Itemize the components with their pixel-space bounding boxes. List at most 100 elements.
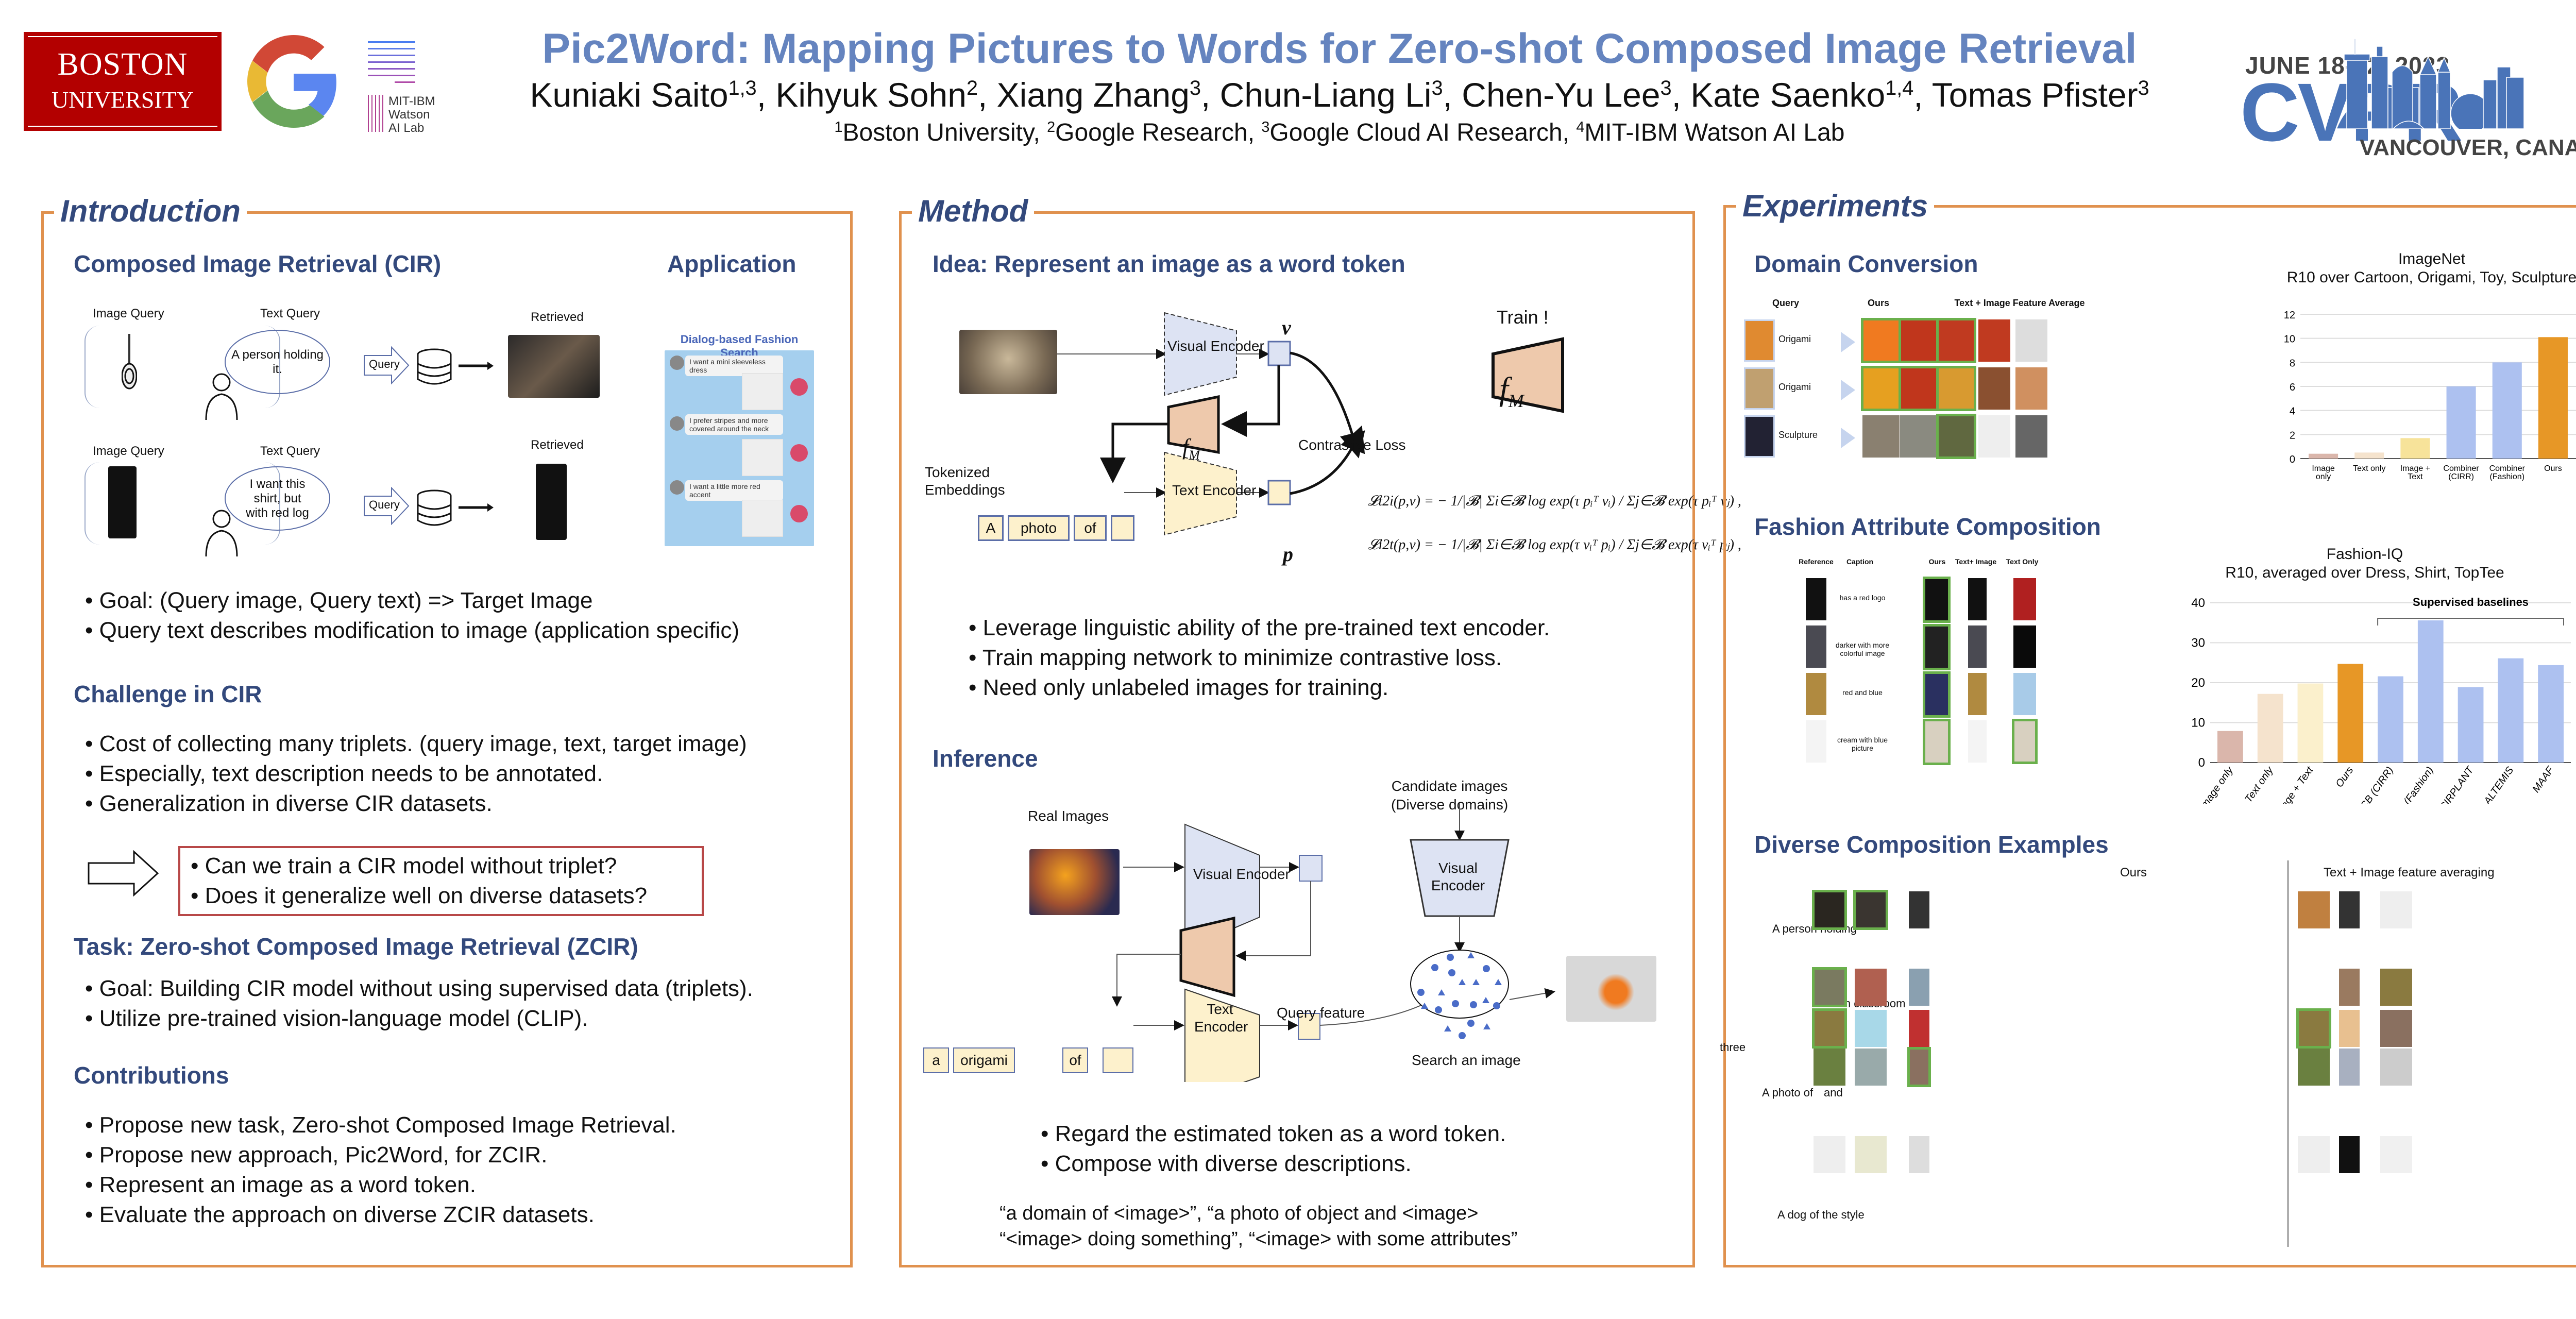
author-name: Tomas Pfister3 — [1931, 76, 2149, 114]
domain-query-image — [1744, 367, 1775, 410]
diverse-average-result — [2339, 891, 2360, 928]
x-tick-label: Text only — [2243, 764, 2276, 804]
retrieved-red-logo-shirt-image — [536, 464, 567, 540]
x-tick-label: Image — [2312, 464, 2335, 473]
fashion-reference-image — [1806, 673, 1826, 715]
domain-target-label: Origami — [1778, 334, 1811, 344]
dress-image — [742, 439, 783, 476]
mit-logo-line1: MIT-IBM — [388, 94, 435, 108]
diverse-ours-result — [1814, 1136, 1845, 1173]
diverse-ours-result — [1812, 967, 1847, 1007]
fm-label: fM — [1182, 434, 1200, 463]
bar-maaf — [2538, 665, 2564, 763]
text-query-label: Text Query — [260, 307, 320, 320]
fashion-ours-result — [1923, 577, 1951, 623]
imagenet-chart-title: ImageNet R10 over Cartoon, Origami, Toy,… — [2286, 250, 2576, 286]
guitar-image — [122, 334, 137, 390]
text-query-label-2: Text Query — [260, 444, 320, 458]
bu-logo-line1: BOSTON — [57, 47, 188, 82]
poster-title: Pic2Word: Mapping Pictures to Words for … — [542, 25, 2137, 72]
p-label: p — [1283, 543, 1293, 566]
query-arrow-label-2: Query — [369, 498, 400, 511]
inference-heading: Inference — [933, 745, 1038, 772]
diverse-divider — [2287, 860, 2289, 1247]
real-images-label: Real Images — [1028, 808, 1109, 824]
bu-logo-line2: UNIVERSITY — [52, 87, 194, 113]
diverse-ours-result — [1909, 891, 1929, 928]
author-affiliation-mark: 3 — [1431, 77, 1443, 99]
query-feature-box — [1298, 1013, 1320, 1040]
assistant-avatar — [790, 505, 808, 522]
trainable-mapping-network-shape — [1492, 337, 1564, 413]
inference-mapping-network-shape — [1179, 916, 1235, 997]
affiliation: 2Google Research — [1047, 119, 1248, 146]
vancouver-skyline-icon — [2336, 38, 2524, 129]
bar-image-text — [2297, 683, 2324, 763]
domain-ours-result — [1862, 415, 1900, 458]
google-logo — [247, 35, 336, 128]
introduction-title: Introduction — [54, 193, 247, 229]
x-tick-label: ALTEMIS — [2482, 765, 2516, 804]
author-affiliation-mark: 3 — [1660, 77, 1672, 99]
author-affiliation-mark: 3 — [2138, 77, 2149, 99]
fashioniq-chart-title: Fashion-IQ R10, averaged over Dress, Shi… — [2225, 546, 2504, 581]
database-icon — [417, 348, 452, 385]
diverse-query-text: A photo of — [1762, 1086, 1814, 1099]
idea-heading: Idea: Represent an image as a word token — [933, 250, 1405, 277]
boston-university-logo: BOSTON UNIVERSITY — [24, 32, 222, 131]
domain-ours-result — [1936, 318, 1976, 363]
fashion-ours-result — [1923, 624, 1951, 670]
mit-logo-line2: Watson — [388, 108, 430, 122]
domain-ours-result — [1936, 414, 1976, 459]
diverse-ours-result — [1909, 1136, 1929, 1173]
tokenized-embeddings-label: Tokenized Embeddings — [925, 464, 1005, 498]
visual-feature-v — [1267, 341, 1291, 366]
speech-bubble-2: I want this shirt, but with red log — [225, 466, 330, 531]
domain-col-average: Text + Image Feature Average — [1954, 298, 2085, 308]
person-icon — [205, 373, 238, 420]
x-tick-label: Combiner — [2489, 464, 2526, 473]
bar-cb-fashion- — [2417, 620, 2444, 763]
fashion-text-image-result — [1968, 578, 1987, 620]
diverse-average-result — [2298, 969, 2330, 1006]
arrow-right-icon — [459, 362, 494, 370]
inference-token-image-slot — [1103, 1047, 1133, 1073]
query-arrow-label: Query — [369, 358, 400, 370]
query-arrow-icon — [364, 346, 410, 384]
diverse-col-ours: Ours — [2120, 866, 2147, 880]
author-affiliation-mark: 1,4 — [1885, 77, 1914, 99]
challenge-heading: Challenge in CIR — [74, 681, 262, 707]
method-title: Method — [912, 193, 1035, 229]
author-list: Kuniaki Saito1,3, Kihyuk Sohn2, Xiang Zh… — [530, 76, 2149, 114]
domain-average-result — [2015, 367, 2047, 410]
origami-goldfish-result-image — [1566, 956, 1656, 1022]
x-tick-label: MAAF — [2530, 764, 2556, 795]
contrastive-loss-label: Contrastive Loss — [1298, 437, 1406, 453]
x-tick-label: Text — [2408, 472, 2423, 481]
x-tick-label: Image + Text — [2272, 764, 2316, 804]
bar-cb-cirr- — [2378, 676, 2403, 763]
text-encoder-label: Text Encoder — [1172, 482, 1257, 498]
y-tick-label: 4 — [2290, 406, 2295, 417]
fashion-text-image-result — [1968, 625, 1987, 668]
idea-bullets: Leverage linguistic ability of the pre-t… — [969, 613, 1550, 703]
candidate-images-label: Candidate images(Diverse domains) — [1391, 778, 1509, 813]
inference-token-origami: origami — [953, 1047, 1015, 1073]
method-panel: Method — [899, 193, 1695, 1267]
fashion-col-header: Text Only — [2006, 557, 2039, 566]
experiments-title: Experiments — [1736, 188, 1935, 224]
visual-encoder-shape — [1164, 312, 1237, 396]
diverse-average-result — [2380, 1010, 2412, 1047]
author-name: Kate Saenko1,4 — [1690, 76, 1914, 114]
affiliation-list: 1Boston University, 2Google Research, 3G… — [834, 119, 1845, 146]
diverse-ours-result — [1907, 1047, 1931, 1087]
text-encoder-shape — [1164, 451, 1237, 536]
mit-ibm-watson-logo: MIT-IBM Watson AI Lab — [368, 41, 445, 139]
y-tick-label: 12 — [2284, 310, 2295, 321]
x-tick-label: Ours — [2544, 464, 2562, 473]
domain-average-result — [1978, 367, 2010, 410]
domain-average-result — [2015, 415, 2047, 458]
retrieved-guitarist-image — [508, 335, 600, 398]
domain-target-label: Origami — [1778, 382, 1811, 392]
hollow-arrow-icon — [88, 850, 159, 897]
